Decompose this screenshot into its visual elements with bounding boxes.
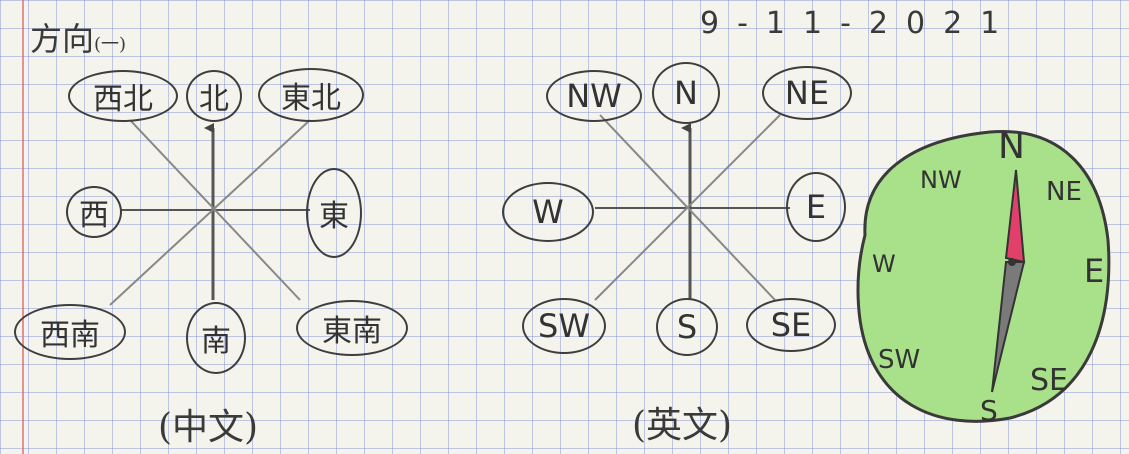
compass-label-nw: NW	[920, 166, 962, 194]
compass-label-ne: NE	[1046, 177, 1082, 207]
compass-label-s: S	[980, 394, 998, 427]
compass-label-se: SE	[1030, 363, 1068, 398]
compass-pivot	[1008, 258, 1016, 266]
compass-label-sw: SW	[878, 345, 920, 375]
compass-label-w: W	[872, 250, 896, 278]
compass-label-e: E	[1084, 252, 1104, 290]
compass-label-n: N	[998, 126, 1025, 167]
